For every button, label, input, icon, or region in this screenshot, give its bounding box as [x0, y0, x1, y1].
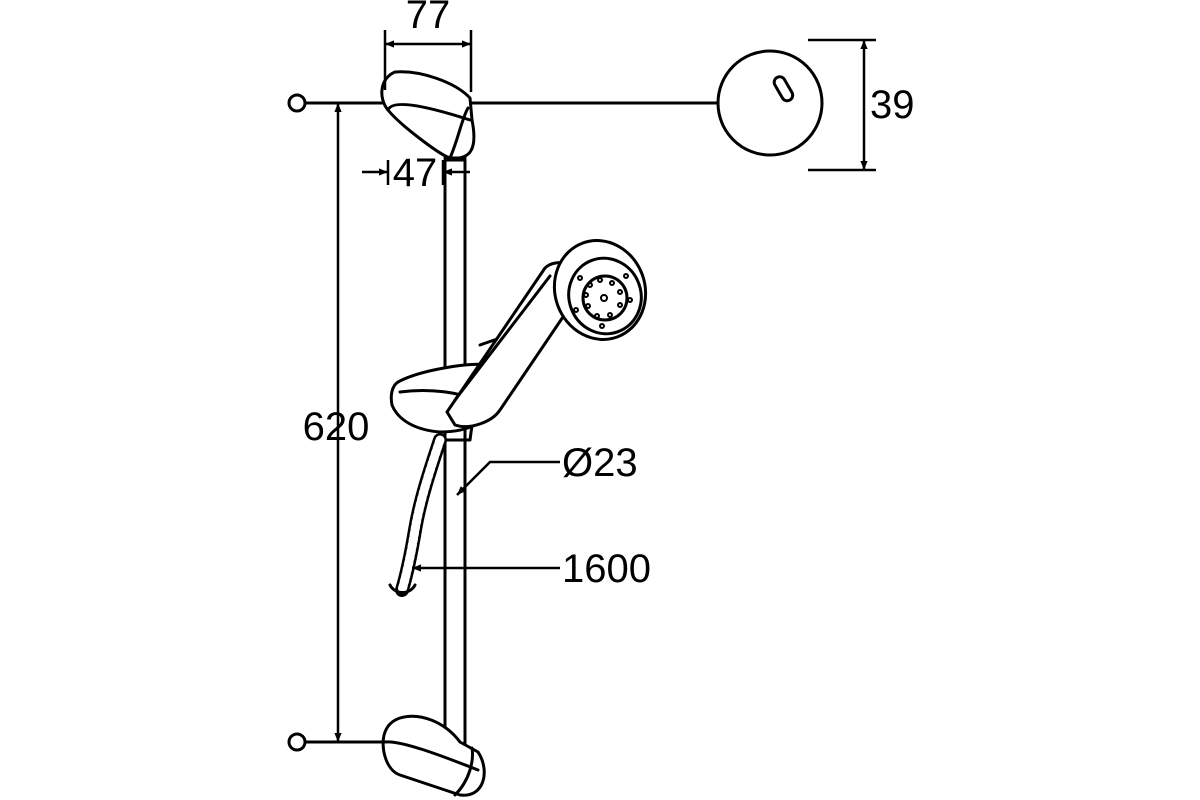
label-hose-length: 1600 [562, 547, 651, 591]
leader-rail-diameter [456, 460, 560, 496]
label-bracket-depth: 77 [406, 0, 451, 37]
label-plate-diameter: 39 [870, 83, 915, 127]
bottom-wall-screw [287, 732, 307, 752]
hand-shower [445, 239, 648, 428]
bottom-wall-bracket [381, 714, 486, 797]
label-rail-length: 620 [303, 405, 370, 449]
top-wall-screw [287, 93, 307, 113]
label-rail-diameter: Ø23 [562, 441, 638, 485]
dimension-plate-diameter [808, 38, 876, 172]
top-wall-bracket [380, 70, 476, 160]
label-bracket-offset: 47 [393, 151, 438, 195]
wall-plate [716, 49, 824, 157]
shower-rail [443, 158, 467, 752]
dimension-bracket-depth [383, 30, 473, 92]
dimension-bracket-offset [362, 160, 470, 185]
shower-hose [388, 433, 447, 597]
dimension-rail-length [318, 101, 360, 744]
